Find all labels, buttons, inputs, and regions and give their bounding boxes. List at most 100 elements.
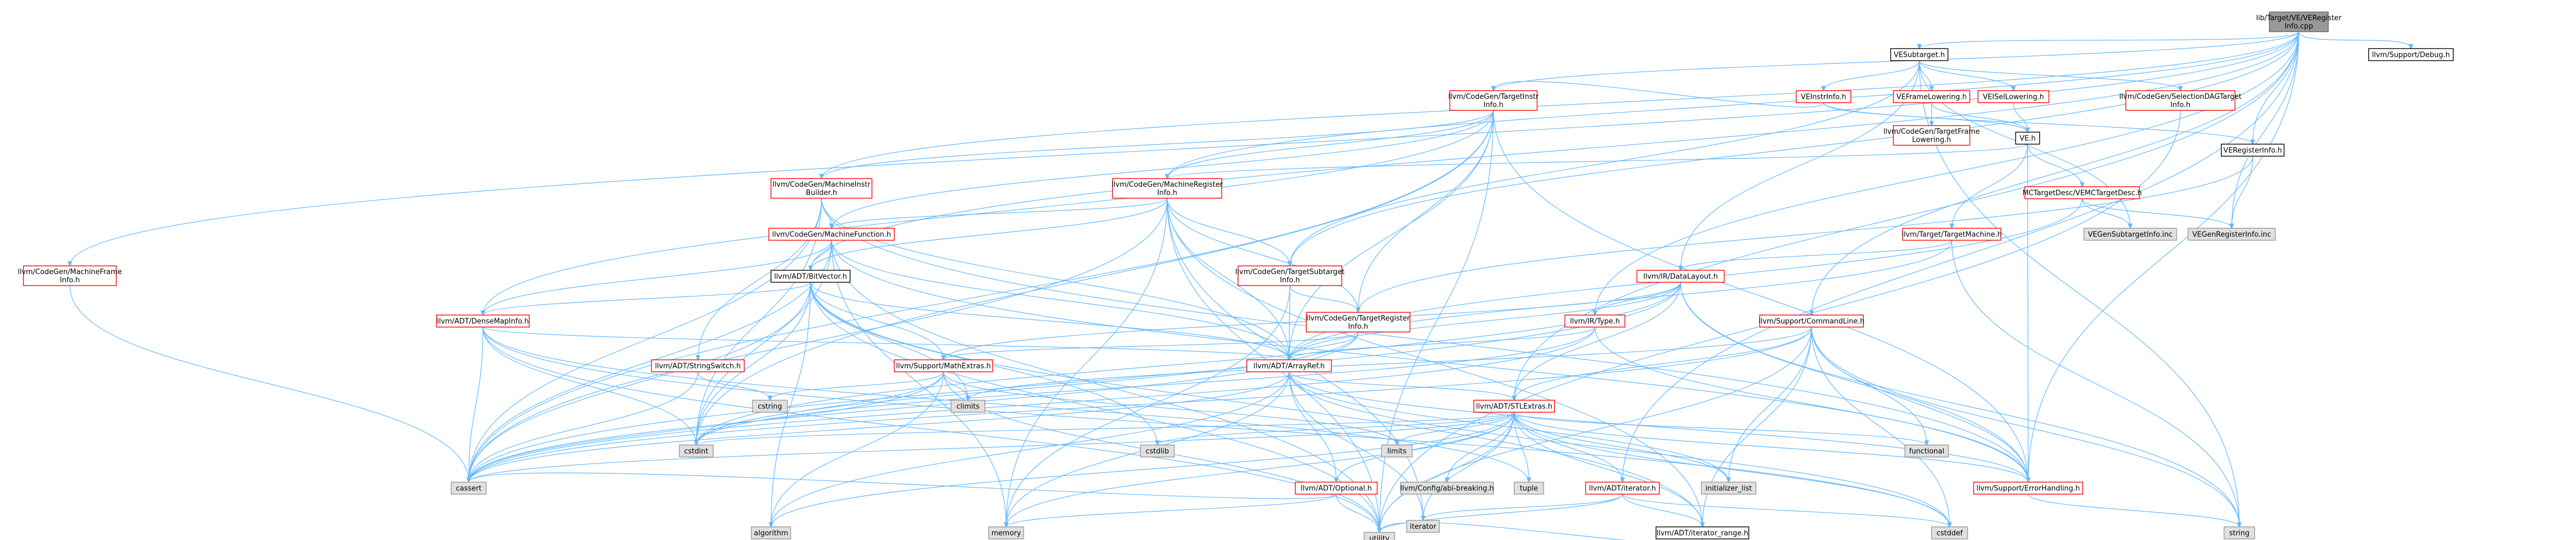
node-cassert: cassert [451, 482, 487, 495]
node-mctd[interactable]: MCTargetDesc/VEMCTargetDesc.h [2023, 186, 2142, 199]
edge-VESubtarget-to-TSI [1290, 60, 1920, 266]
edge-ME-to-algorithm [771, 371, 944, 527]
node-stl[interactable]: llvm/ADT/STLExtras.h [1473, 400, 1555, 413]
edge-STL-to-algorithm [771, 412, 1515, 527]
edge-Type-to-AR [1289, 327, 1595, 360]
node-label: memory [991, 530, 1021, 538]
node-box [1473, 400, 1555, 413]
edge-TSI-to-TRI [1289, 285, 1358, 312]
edge-MF-to-utility [831, 240, 1379, 532]
edge-STL-to-utility [1379, 412, 1515, 532]
node-bv[interactable]: llvm/ADT/BitVector.h [770, 270, 851, 283]
node-box [451, 482, 487, 495]
node-tm[interactable]: llvm/Target/TargetMachine.h [1902, 228, 2002, 241]
node-label: string [2229, 530, 2249, 538]
node-opt[interactable]: llvm/ADT/Optional.h [1295, 482, 1378, 495]
edge-ME-to-cassert [469, 371, 944, 482]
node-box [1306, 312, 1410, 333]
node-dl[interactable]: llvm/IR/DataLayout.h [1636, 270, 1725, 283]
edge-TRI-to-AR [1289, 331, 1359, 360]
node-ss[interactable]: llvm/ADT/StringSwitch.h [651, 359, 745, 372]
edge-VEInstrInfo-to-TII [1493, 81, 1824, 108]
node-label: VEISelLowering.h [1983, 93, 2044, 102]
node-iter[interactable]: llvm/ADT/iterator.h [1585, 482, 1660, 495]
edge-MRI-to-TRI [1167, 198, 1358, 312]
edge-TII-to-MIB [822, 110, 1494, 179]
node-ir[interactable]: llvm/ADT/iterator_range.h [1655, 526, 1749, 539]
node-dbg[interactable]: llvm/Support/Debug.h [2368, 48, 2454, 61]
edge-AR-to-initl [1288, 371, 1729, 482]
edge-Iter-to-utility [1379, 494, 1623, 532]
node-me[interactable]: llvm/Support/MathExtras.h [894, 359, 993, 372]
edge-Type-to-cstdint [696, 327, 1595, 445]
edge-Opt-to-cassert [469, 472, 1337, 499]
edge-STL-to-iterator [1423, 412, 1515, 520]
node-vereginfo[interactable]: VERegisterInfo.h [2221, 144, 2285, 157]
node-label: Info.h [1157, 189, 1178, 197]
node-ar[interactable]: llvm/ADT/ArrayRef.h [1246, 359, 1332, 372]
edge-TII-to-AR [1289, 110, 1494, 360]
node-veh[interactable]: VE.h [2015, 132, 2040, 145]
edge-DL-to-Type [1595, 282, 1681, 315]
node-dmi[interactable]: llvm/ADT/DenseMapInfo.h [436, 314, 530, 328]
edge-BV-to-DMI [483, 282, 811, 315]
edge-Type-to-cassert [469, 327, 1595, 482]
node-label: VEInstrInfo.h [1801, 93, 1846, 102]
node-box [2015, 132, 2040, 145]
node-cl[interactable]: llvm/Support/CommandLine.h [1759, 314, 1864, 328]
node-box [1904, 444, 1949, 458]
node-label: llvm/Target/TargetMachine.h [1902, 231, 2002, 239]
edge-MFI-to-cassert [69, 285, 469, 482]
edge-STL-to-initl [1514, 412, 1729, 482]
node-veinstrinfo[interactable]: VEInstrInfo.h [1796, 90, 1851, 103]
edge-STL-to-tuple [1514, 412, 1529, 482]
edge-Opt-to-memory [1006, 494, 1337, 527]
node-cstddef: cstddef [1931, 526, 1968, 539]
edge-Iter-to-cstddef [1622, 494, 1950, 527]
node-label: Info.h [1348, 323, 1368, 331]
node-mf[interactable]: llvm/CodeGen/MachineFunction.h [768, 228, 895, 241]
edge-SS-to-cassert [469, 371, 698, 482]
node-cstring: cstring [752, 400, 788, 413]
node-box [1977, 90, 2049, 103]
node-type[interactable]: llvm/IR/Type.h [1564, 314, 1625, 328]
node-label: VERegisterInfo.h [2224, 147, 2282, 155]
node-vegenreg: VEGenRegisterInfo.inc [2187, 228, 2276, 241]
edge-VEInstrInfo-to-VEh [1823, 102, 2028, 132]
edge-ME-to-limits [943, 371, 1397, 445]
edge-DL-to-cassert [469, 282, 1681, 482]
edge-BV-to-cstdint [696, 282, 811, 445]
node-root[interactable]: lib/Target/VE/VERegisterInfo.cpp [2256, 11, 2342, 32]
node-label: Info.cpp [2285, 22, 2313, 31]
edge-VESubtarget-to-string [1918, 60, 2240, 527]
node-box [2269, 11, 2329, 32]
node-label: llvm/Support/CommandLine.h [1759, 318, 1864, 326]
node-box [1636, 270, 1725, 283]
node-label: Lowering.h [1912, 136, 1951, 144]
node-label: llvm/ADT/ArrayRef.h [1253, 363, 1325, 371]
edge-AR-to-EH [1288, 371, 2029, 482]
node-veframelowering[interactable]: VEFrameLowering.h [1893, 90, 1970, 103]
node-label: MCTargetDesc/VEMCTargetDesc.h [2023, 189, 2142, 198]
edge-MIB-to-SS [698, 198, 822, 360]
node-box [2083, 228, 2177, 241]
edge-AR-to-cstddef [1288, 371, 1950, 527]
edge-BV-to-algorithm [771, 282, 811, 527]
node-vesubtarget[interactable]: VESubtarget.h [1890, 48, 1949, 61]
node-eh[interactable]: llvm/Support/ErrorHandling.h [1973, 482, 2083, 495]
edge-TII-to-EH [1493, 110, 2028, 482]
node-label: llvm/CodeGen/SelectionDAGTarget [2119, 93, 2242, 101]
node-veisellowering[interactable]: VEISelLowering.h [1977, 90, 2049, 103]
node-vegensub: VEGenSubtargetInfo.inc [2083, 228, 2177, 241]
edge-VESubtarget-to-VEISelLowering [1918, 60, 2014, 91]
node-label: VESubtarget.h [1894, 51, 1945, 60]
